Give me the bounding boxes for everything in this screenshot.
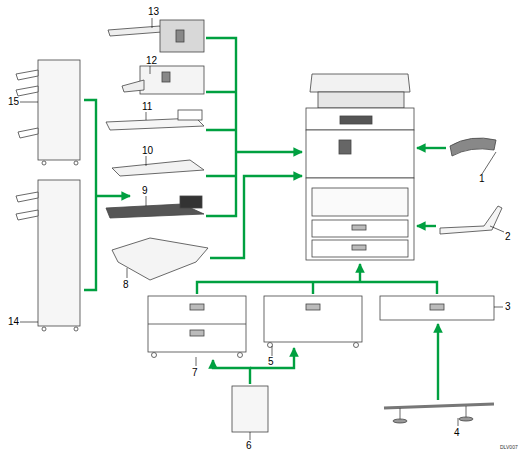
callout-number: 12 [146, 55, 157, 66]
callout-number: 4 [454, 427, 460, 438]
callout-number: 14 [8, 316, 19, 327]
main-unit [306, 74, 414, 260]
figure-id: DLV007 [500, 444, 518, 450]
leader-lines [20, 18, 504, 440]
callout-number: 10 [142, 145, 153, 156]
callout-number: 5 [268, 356, 274, 367]
callout-number: 9 [142, 185, 148, 196]
callout-number: 2 [505, 231, 511, 242]
callout-number: 7 [192, 367, 198, 378]
callout-number: 6 [246, 440, 252, 451]
callout-number: 13 [148, 6, 159, 17]
callout-number: 3 [505, 301, 511, 312]
connection-arrows [84, 38, 446, 400]
callout-number: 1 [479, 173, 485, 184]
callout-number: 15 [8, 96, 19, 107]
device-drawings [16, 20, 502, 432]
callout-number: 11 [142, 101, 152, 112]
callout-number: 8 [123, 279, 129, 290]
